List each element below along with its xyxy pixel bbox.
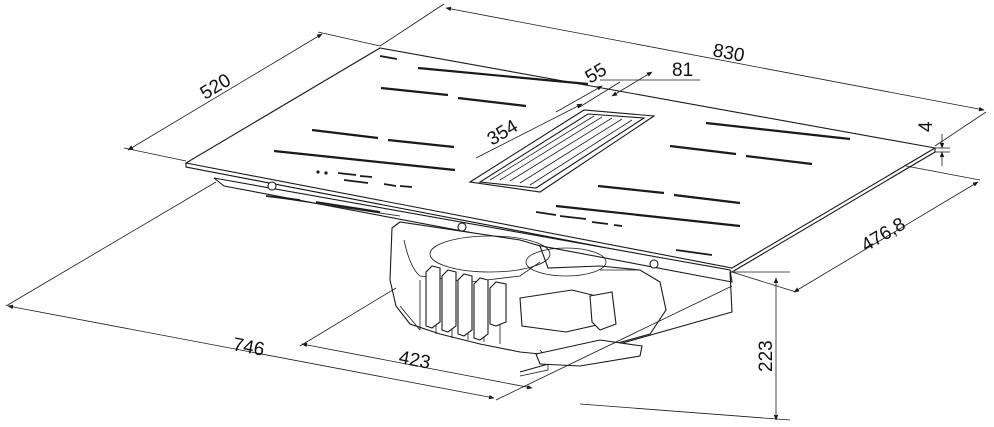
right-cooking-zone-marks	[555, 121, 851, 228]
dim-glass-thickness: 4	[916, 121, 937, 132]
dim-width-total: 830	[711, 40, 746, 67]
dimension-lines	[5, 3, 987, 421]
downdraft-extractor-vent	[468, 109, 656, 193]
extraction-motor-unit	[389, 221, 667, 377]
dim-cutout-depth: 476,8	[858, 214, 910, 256]
dim-unit-height: 223	[756, 340, 777, 372]
right-control-panel	[535, 211, 713, 256]
dim-depth-total: 520	[197, 70, 235, 104]
dim-cutout-width: 746	[231, 334, 266, 361]
dim-unit-width: 423	[397, 347, 432, 374]
left-control-panel	[316, 170, 413, 188]
dim-extractor-offset: 81	[672, 60, 693, 81]
